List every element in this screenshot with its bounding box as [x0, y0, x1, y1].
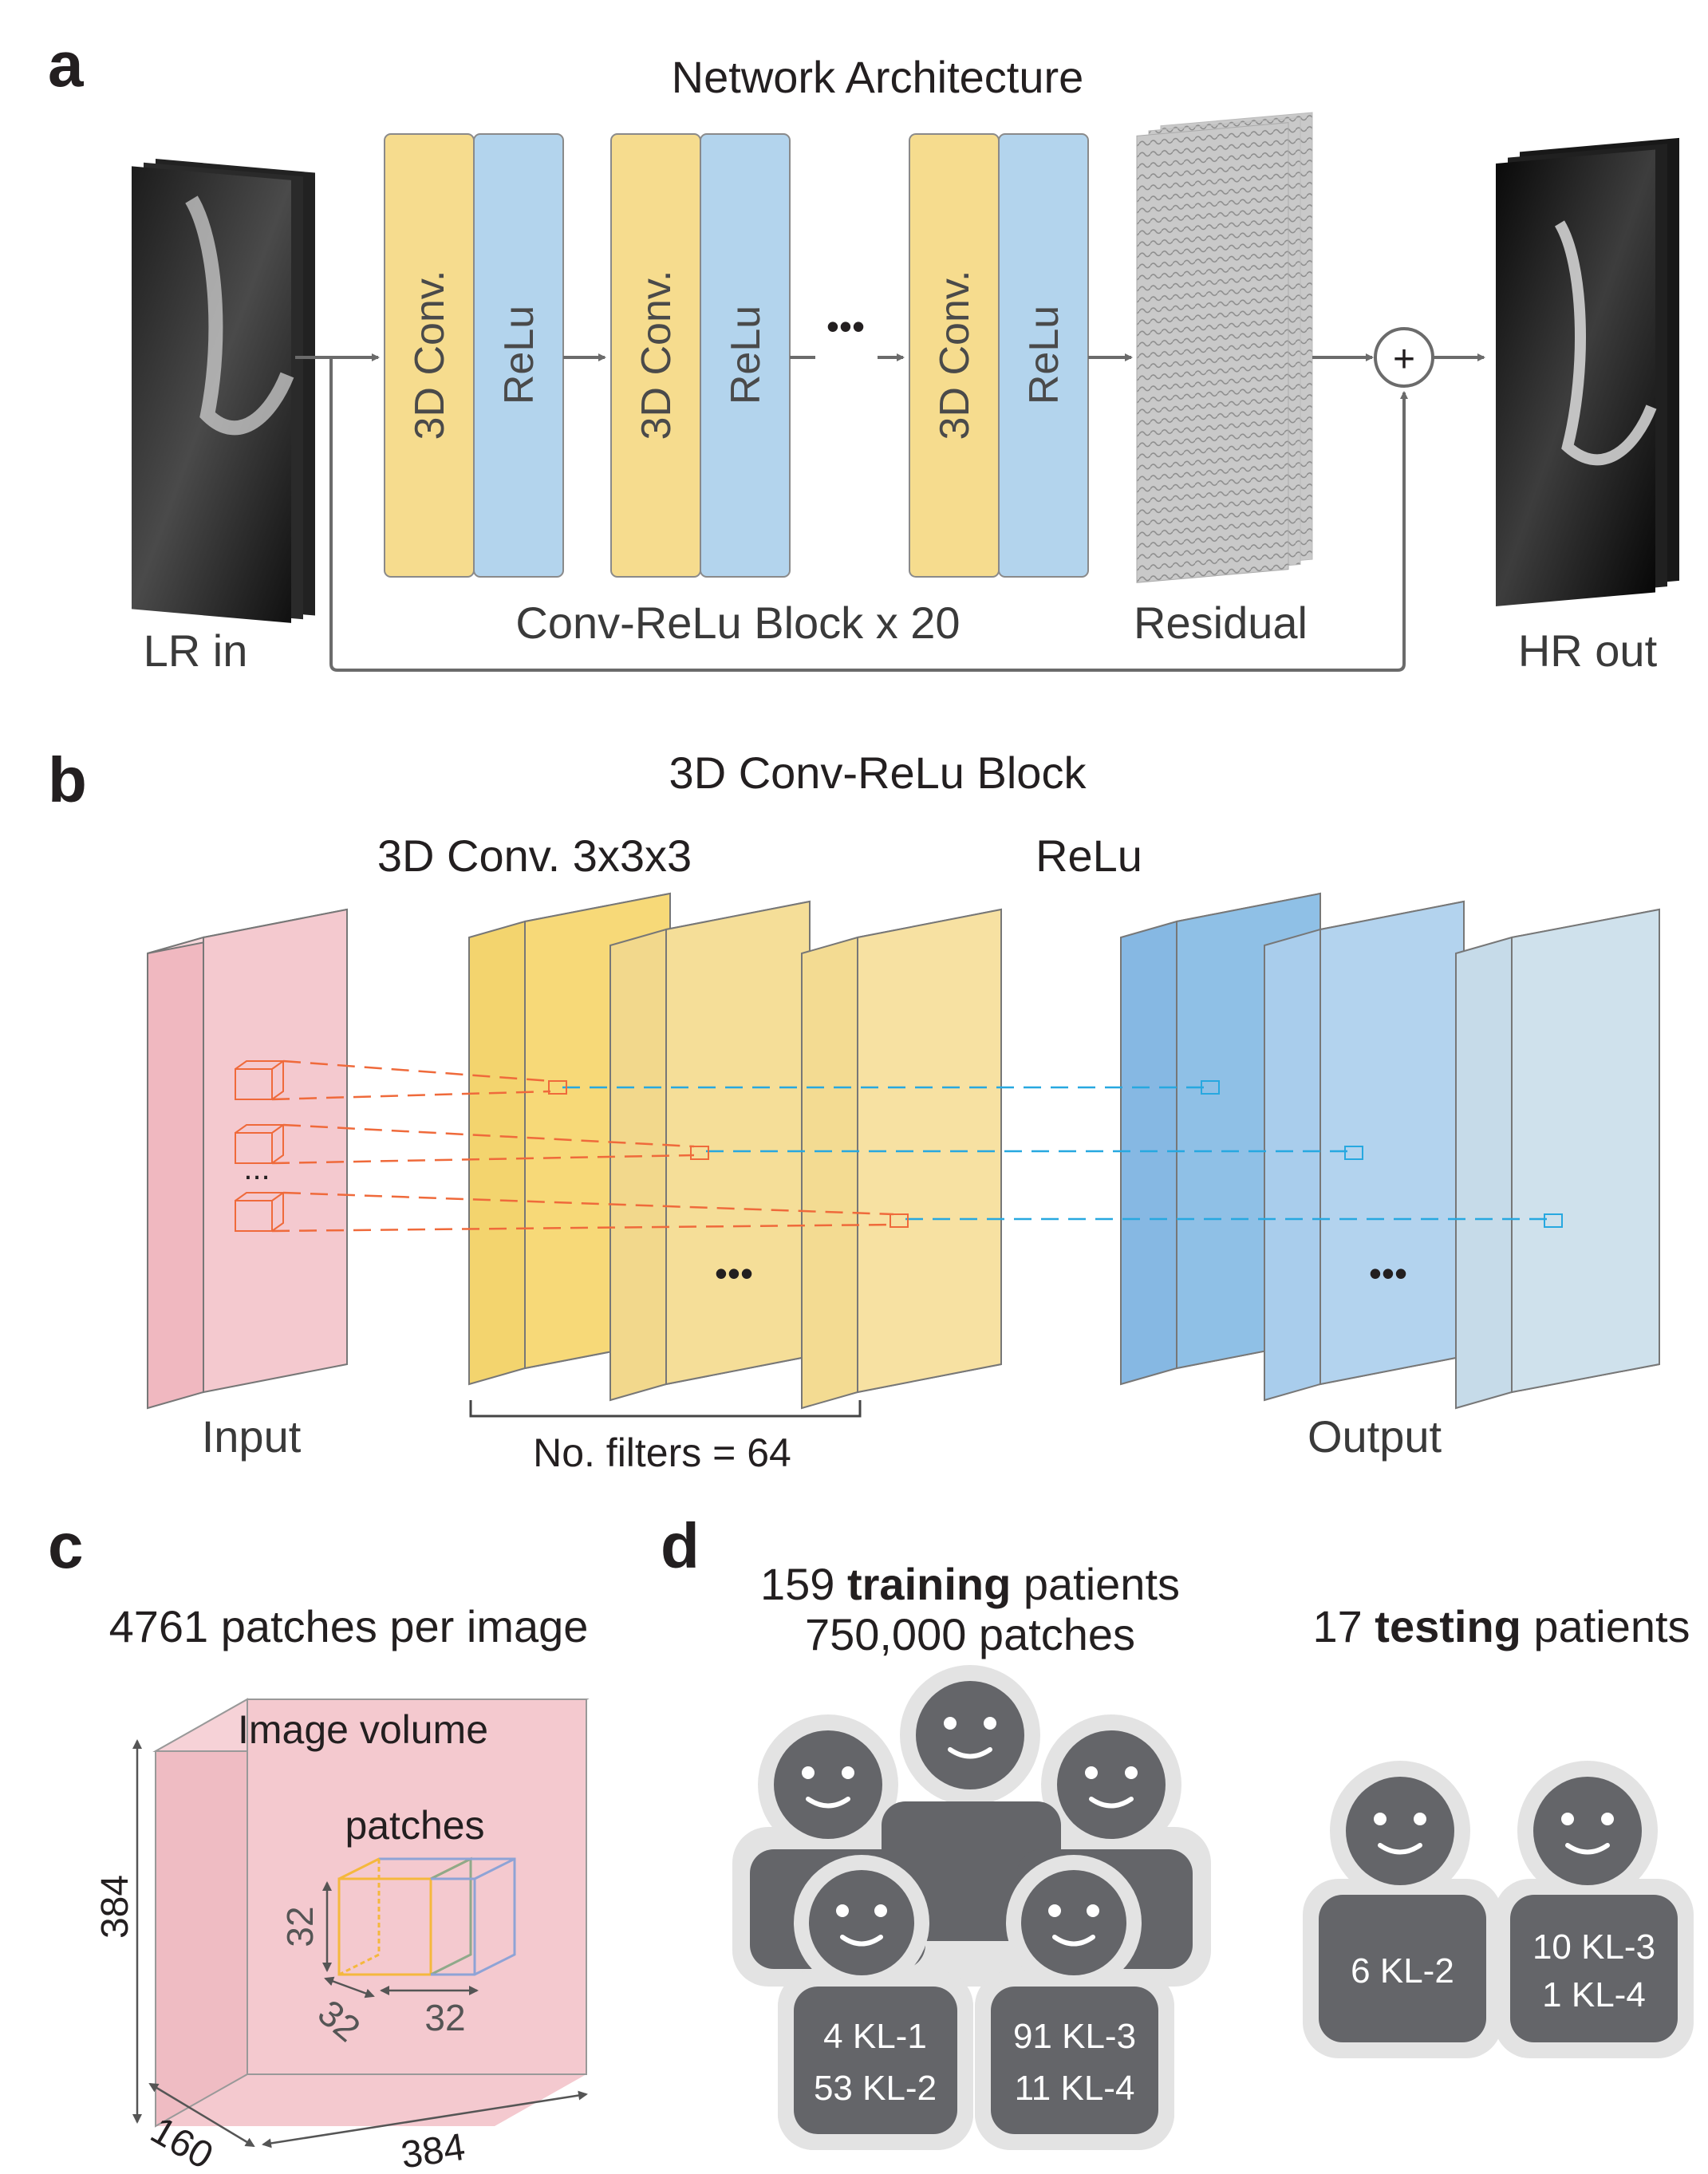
filters-count-label: No. filters = 64 — [533, 1430, 791, 1475]
hr-output-image-stack — [1496, 137, 1679, 606]
training-count: 159 — [760, 1559, 834, 1609]
conv-relu-block-3: 3D Conv. ReLu — [909, 133, 1089, 578]
testing-heading: 17 testing patients — [1312, 1601, 1690, 1651]
training-heading: 159 training patients — [760, 1559, 1180, 1609]
conv-filter-slabs — [468, 892, 1002, 1410]
testing-people-icon — [1303, 1761, 1694, 2058]
panel-a-title: Network Architecture — [672, 52, 1084, 102]
filters-bracket — [469, 1400, 862, 1418]
testing-group-2-line2: 1 KL-4 — [1542, 1975, 1646, 2014]
panel-a-label: a — [48, 29, 84, 100]
relu-label-2: ReLu — [723, 306, 769, 404]
block-ellipsis: ••• — [826, 306, 865, 347]
relu-ellipsis: ••• — [1369, 1253, 1407, 1294]
sum-symbol: + — [1393, 338, 1415, 381]
patch-grid — [337, 1856, 516, 1976]
training-group-2-line1: 91 KL-3 — [1013, 2017, 1136, 2056]
residual-image-stack — [1136, 112, 1313, 583]
testing-count: 17 — [1312, 1601, 1362, 1651]
training-patches: 750,000 patches — [805, 1609, 1135, 1659]
relu-box-1 — [473, 133, 564, 578]
panel-c-label: c — [48, 1510, 84, 1581]
input-label: Input — [202, 1411, 302, 1462]
feature-cubes — [548, 1080, 1563, 1228]
volume-width-label: 384 — [398, 2126, 467, 2174]
patch-depth-arrow — [324, 1976, 375, 1998]
training-group-1-line1: 4 KL-1 — [823, 2017, 927, 2056]
patch-height-label: 32 — [279, 1906, 321, 1947]
relu-title-label: ReLu — [1035, 831, 1142, 881]
panel-a-arrows — [295, 353, 1485, 672]
conv-label-3: 3D Conv. — [932, 270, 978, 440]
relu-label-1: ReLu — [496, 306, 542, 404]
relu-output-slabs — [1120, 892, 1660, 1410]
volume-width-arrow — [262, 2090, 588, 2148]
conv-label-2: 3D Conv. — [633, 270, 680, 440]
panel-b-title: 3D Conv-ReLu Block — [669, 748, 1087, 798]
conv-relu-block-2: 3D Conv. ReLu — [610, 133, 791, 578]
testing-group-1-line1: 6 KL-2 — [1351, 1951, 1454, 1991]
volume-depth-arrow — [148, 2082, 255, 2148]
lr-in-label: LR in — [144, 625, 248, 676]
panel-b-label: b — [48, 744, 87, 815]
relu-label-3: ReLu — [1021, 306, 1067, 404]
conv-ellipsis: ••• — [715, 1253, 753, 1294]
conv-dashed-lines — [271, 1059, 894, 1233]
panel-c-title: 4761 patches per image — [109, 1601, 589, 1651]
input-patch-cubes — [235, 1060, 284, 1232]
image-volume-box — [152, 1698, 590, 2128]
panel-d-label: d — [661, 1510, 700, 1581]
residual-label: Residual — [1134, 598, 1308, 648]
training-group-2-line2: 11 KL-4 — [1015, 2069, 1135, 2108]
volume-height-label: 384 — [94, 1875, 136, 1939]
conv-relu-block-1: 3D Conv. ReLu — [384, 133, 564, 578]
lr-input-image-stack — [132, 159, 315, 623]
relu-box-2 — [700, 133, 791, 578]
training-suffix: patients — [1024, 1559, 1180, 1609]
relu-box-3 — [998, 133, 1089, 578]
input-volume — [147, 908, 348, 1410]
patches-label: patches — [345, 1803, 484, 1848]
image-volume-label: Image volume — [238, 1707, 488, 1752]
testing-word: testing — [1375, 1601, 1521, 1651]
training-group-1-line2: 53 KL-2 — [814, 2069, 937, 2108]
conv-label-1: 3D Conv. — [407, 270, 453, 440]
testing-group-2-line1: 10 KL-3 — [1532, 1927, 1655, 1967]
conv-kernel-label: 3D Conv. 3x3x3 — [377, 831, 692, 881]
training-people-icon — [732, 1665, 1211, 2150]
training-word: training — [847, 1559, 1011, 1609]
hr-out-label: HR out — [1518, 625, 1658, 676]
blocks-repeat-label: Conv-ReLu Block x 20 — [515, 598, 960, 648]
patch-width-label: 32 — [424, 1997, 465, 2038]
testing-suffix: patients — [1533, 1601, 1690, 1651]
output-label: Output — [1308, 1411, 1442, 1462]
input-patch-dots: ... — [243, 1151, 270, 1186]
